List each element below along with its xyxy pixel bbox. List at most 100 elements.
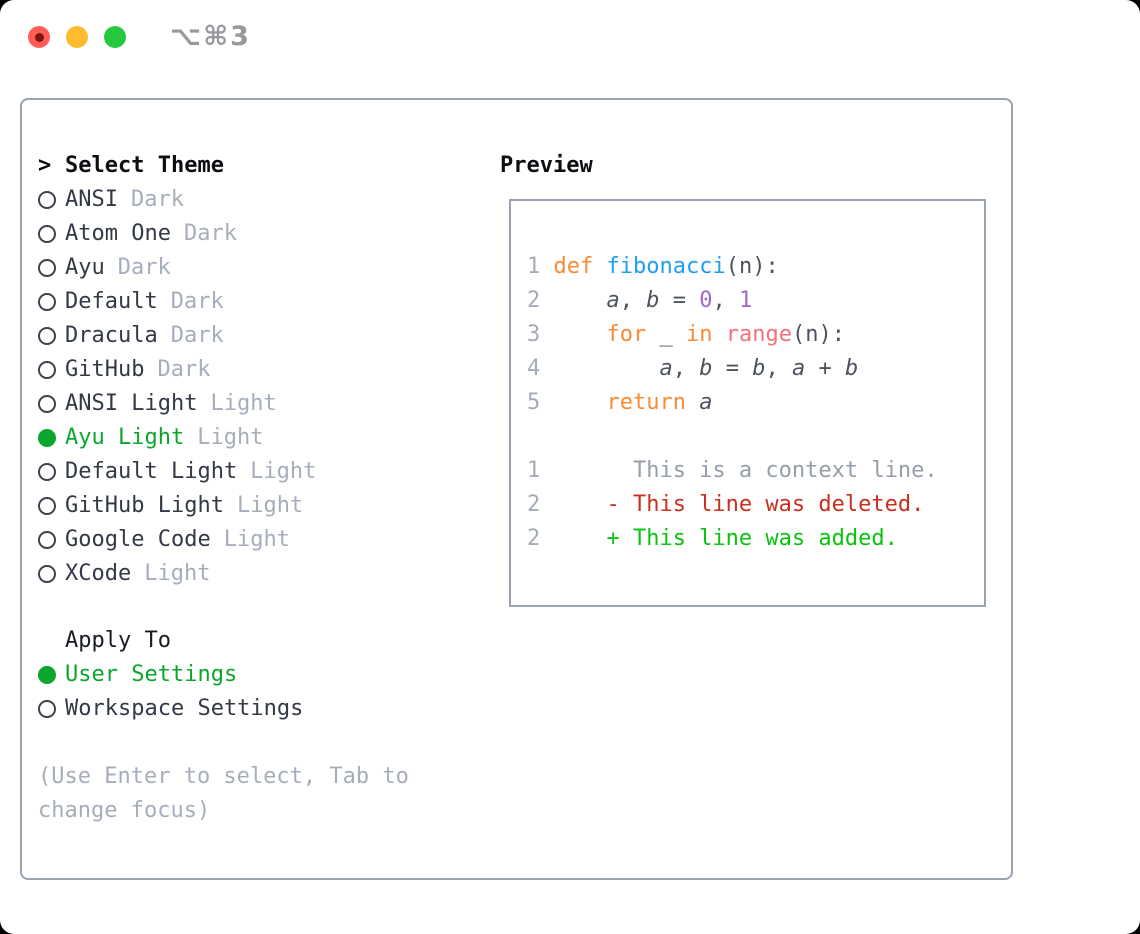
theme-option-dracula-dark[interactable]: Dracula Dark	[38, 319, 483, 353]
code-token: for	[606, 322, 647, 347]
radio-icon	[38, 327, 56, 345]
code-token: ,	[619, 288, 647, 313]
diff-line-added: 2 + This line was added.	[527, 522, 984, 556]
theme-variant: Light	[197, 425, 264, 450]
theme-name: Google Code	[65, 527, 211, 552]
code-token: fibonacci	[606, 254, 726, 279]
code-token	[553, 352, 659, 386]
radio-icon	[38, 361, 56, 379]
code-token: =	[659, 288, 700, 313]
code-token: b	[646, 288, 660, 313]
theme-option-ansi-dark[interactable]: ANSI Dark	[38, 183, 483, 217]
theme-name: GitHub Light	[65, 493, 224, 518]
radio-icon	[38, 565, 56, 583]
theme-option-default-light[interactable]: Default Light Light	[38, 455, 483, 489]
radio-icon	[38, 191, 56, 209]
window-shortcut-label: ⌥⌘3	[170, 21, 251, 52]
line-number: 2	[527, 526, 541, 551]
theme-variant: Light	[210, 391, 277, 416]
code-line: 5 return a	[527, 386, 984, 420]
code-token: ,	[672, 356, 700, 381]
theme-variant: Dark	[157, 357, 211, 382]
theme-variant: Light	[223, 527, 290, 552]
code-token	[712, 318, 725, 352]
code-token: b	[699, 356, 713, 381]
code-preview: 1 def fibonacci (n): 2 a, b = 0, 1 3 for _…	[509, 199, 986, 607]
apply-to-header: Apply To	[65, 628, 171, 653]
theme-name: Ayu	[65, 255, 105, 280]
code-token: +	[805, 356, 845, 381]
radio-selected-icon	[38, 429, 56, 447]
radio-selected-icon	[38, 666, 56, 684]
code-token: ,	[765, 356, 792, 381]
theme-name: Ayu Light	[65, 425, 185, 450]
line-number: 1	[527, 254, 541, 279]
theme-variant: Dark	[170, 289, 224, 314]
radio-icon	[38, 293, 56, 311]
code-token: ,	[712, 288, 739, 313]
apply-option-label: Workspace Settings	[65, 696, 304, 721]
select-theme-header: > Select Theme	[38, 149, 483, 183]
theme-name: ANSI	[65, 187, 118, 212]
zoom-button[interactable]	[104, 26, 126, 48]
code-token	[553, 284, 606, 318]
code-token: in	[685, 322, 713, 347]
theme-option-ayu-light[interactable]: Ayu Light Light	[38, 421, 483, 455]
apply-option-workspace-settings[interactable]: Workspace Settings	[38, 692, 483, 726]
theme-option-github-light[interactable]: GitHub Light Light	[38, 489, 483, 523]
code-token: a	[699, 390, 713, 415]
code-token: 0	[699, 288, 713, 313]
close-button[interactable]	[28, 26, 50, 48]
radio-icon	[38, 463, 56, 481]
code-token: This is a context line.	[553, 458, 938, 483]
theme-variant: Dark	[183, 221, 237, 246]
radio-icon	[38, 259, 56, 277]
code-line-blank	[527, 420, 984, 454]
apply-option-user-settings[interactable]: User Settings	[38, 658, 483, 692]
code-token	[553, 318, 606, 352]
radio-icon	[38, 497, 56, 515]
code-token: _	[646, 322, 686, 347]
code-token: a	[791, 356, 806, 381]
radio-icon	[38, 531, 56, 549]
theme-variant: Dark	[130, 187, 184, 212]
theme-name: GitHub	[65, 357, 145, 382]
theme-option-github-dark[interactable]: GitHub Dark	[38, 353, 483, 387]
line-number: 2	[527, 288, 541, 313]
theme-variant: Light	[236, 493, 304, 518]
code-token: (n):	[791, 322, 845, 347]
code-token: - This line was deleted.	[553, 492, 925, 517]
line-number: 3	[527, 322, 541, 347]
preview-title: Preview	[500, 153, 593, 178]
diff-line-deleted: 2 - This line was deleted.	[527, 488, 984, 522]
code-token: def	[553, 254, 594, 279]
theme-option-ansi-light[interactable]: ANSI Light Light	[38, 387, 483, 421]
select-theme-title: Select Theme	[65, 153, 224, 178]
theme-variant: Light	[144, 561, 211, 586]
keyboard-hint: (Use Enter to select, Tab to change focu…	[38, 764, 409, 823]
traffic-lights	[28, 26, 126, 48]
cursor-prefix-icon: >	[38, 153, 52, 178]
theme-name: Default Light	[65, 459, 238, 484]
titlebar: ⌥⌘3	[0, 0, 1140, 74]
apply-option-label: User Settings	[65, 662, 238, 687]
theme-name: Dracula	[65, 323, 158, 348]
line-number: 2	[527, 492, 541, 517]
theme-option-google-code[interactable]: Google Code Light	[38, 523, 483, 557]
code-line: 3 for _ in range(n):	[527, 318, 984, 352]
theme-variant: Light	[250, 459, 317, 484]
code-token: 1	[738, 288, 753, 313]
theme-name: ANSI Light	[65, 391, 198, 416]
minimize-button[interactable]	[66, 26, 88, 48]
code-token: + This line was added.	[553, 526, 898, 551]
theme-variant: Dark	[170, 323, 224, 348]
code-token: a	[606, 288, 620, 313]
